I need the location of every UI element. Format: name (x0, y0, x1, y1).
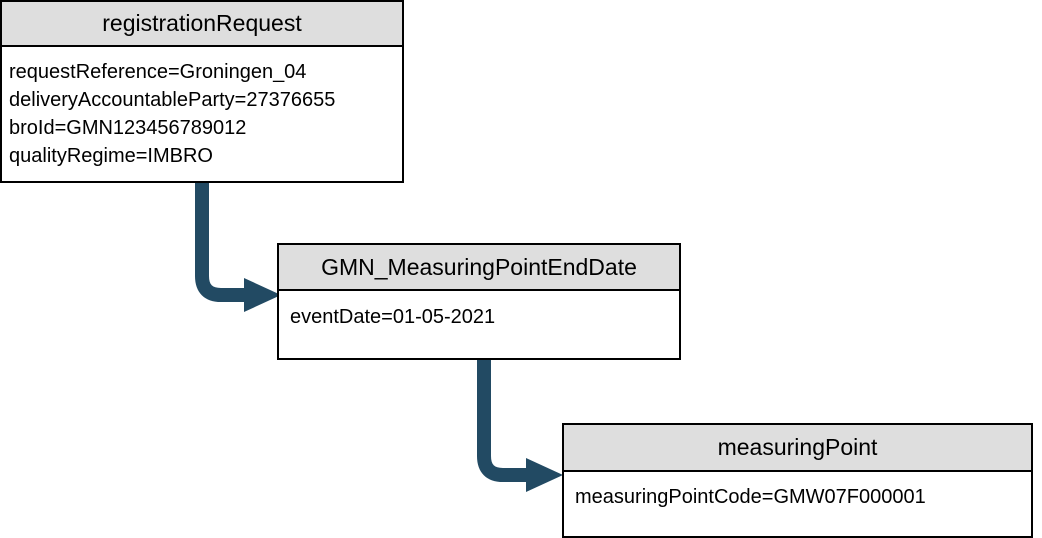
uml-attribute-bro-id: broId=GMN123456789012 (9, 117, 247, 139)
uml-object-measuring-point[interactable]: measuringPoint measuringPointCode=GMW07F… (562, 423, 1033, 538)
uml-attribute-quality-regime: qualityRegime=IMBRO (9, 145, 213, 167)
uml-attribute-delivery-accountable-party: deliveryAccountableParty=27376655 (9, 89, 336, 111)
uml-attribute-request-reference: requestReference=Groningen_04 (9, 61, 307, 83)
uml-object-title-measuring-point: measuringPoint (564, 425, 1031, 472)
uml-object-measuring-point-end-date[interactable]: GMN_MeasuringPointEndDate eventDate=01-0… (277, 243, 681, 360)
uml-object-title-registration-request: registrationRequest (2, 2, 402, 47)
uml-attribute-measuring-point-code: measuringPointCode=GMW07F000001 (575, 486, 926, 508)
uml-attribute-list-measuring-point: measuringPointCode=GMW07F000001 (564, 472, 1031, 536)
uml-object-registration-request[interactable]: registrationRequest requestReference=Gro… (0, 0, 404, 183)
uml-attribute-list-measuring-point-end-date: eventDate=01-05-2021 (279, 291, 679, 358)
uml-attribute-event-date: eventDate=01-05-2021 (290, 306, 496, 328)
uml-attribute-list-registration-request: requestReference=Groningen_04 deliveryAc… (2, 47, 402, 181)
uml-object-title-measuring-point-end-date: GMN_MeasuringPointEndDate (279, 245, 679, 291)
